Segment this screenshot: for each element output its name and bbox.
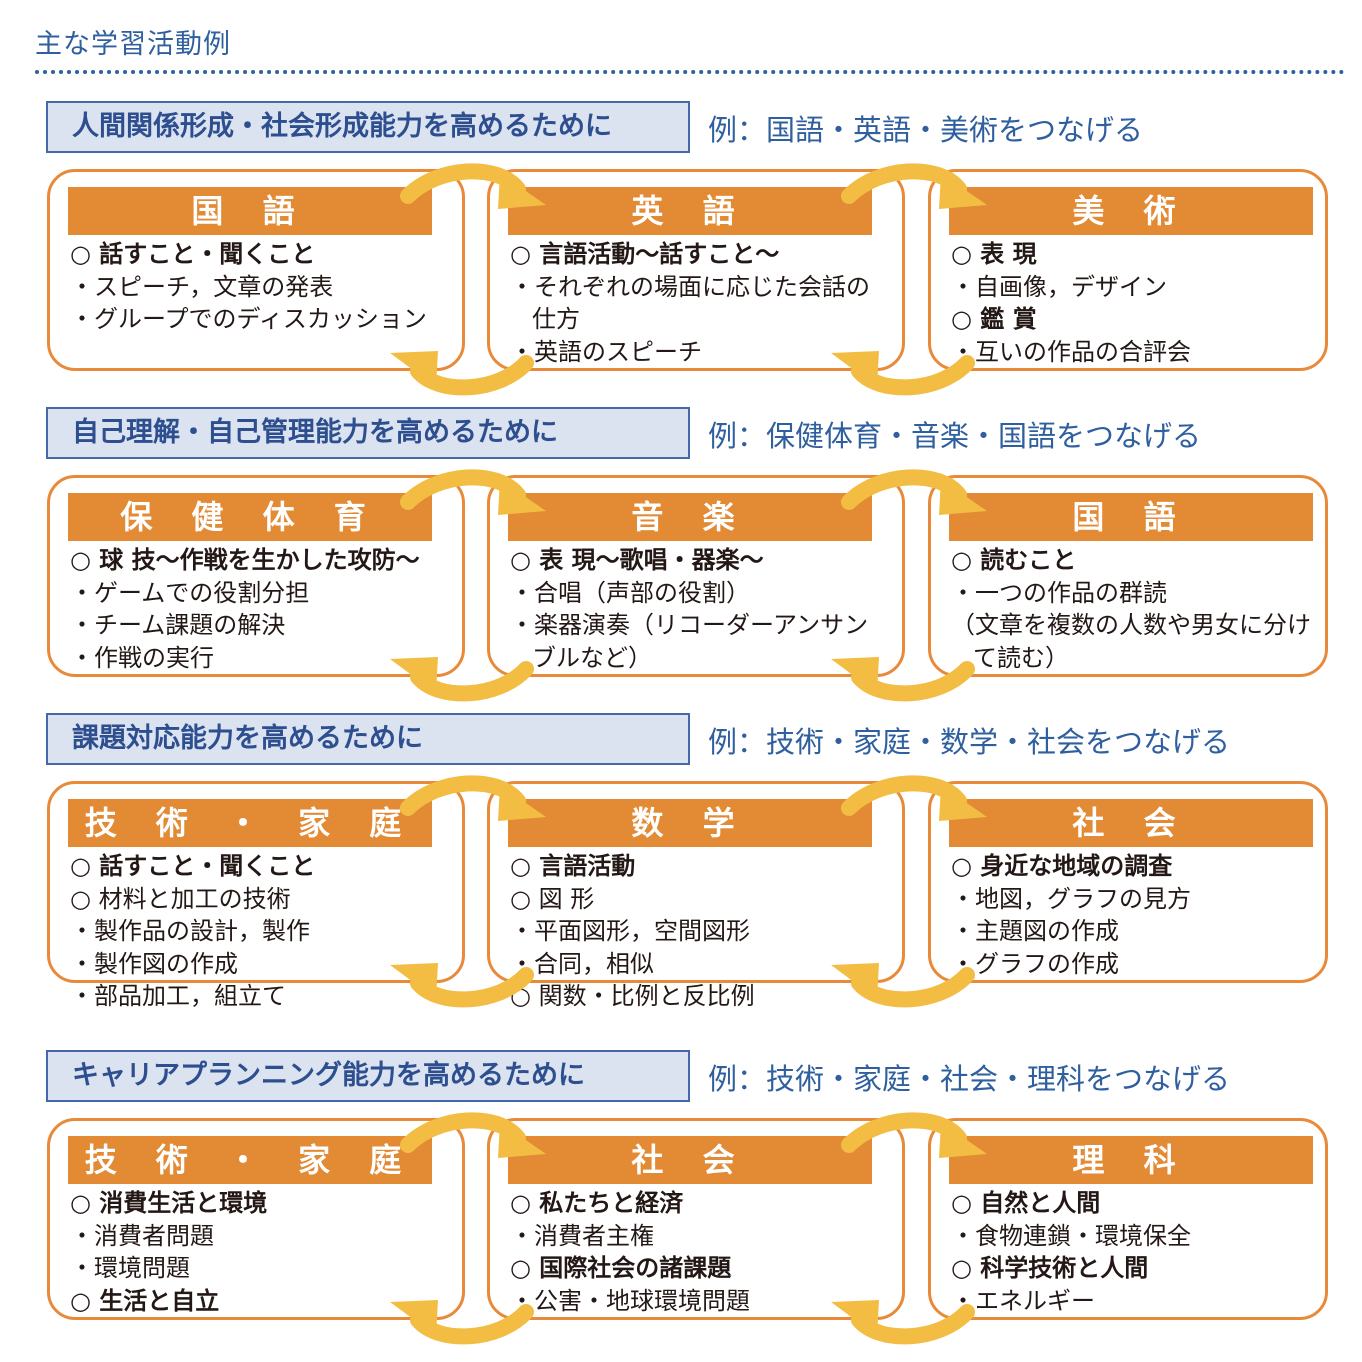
activity-item: ・英語のスピーチ [510,337,702,366]
activity-item: ・合同，相似 [510,949,654,978]
subject-header: 美 術 [949,187,1313,235]
subject-header: 国 語 [68,187,432,235]
activity-item: ○ 関数・比例と反比例 [510,982,755,1010]
activity-item: ・それぞれの場面に応じた会話の [510,272,870,301]
activity-item: ○ 国際社会の諸課題 [510,1254,732,1282]
activity-item: 仕方 [532,305,580,333]
subject-card: 技 術 ・ 家 庭 ○ 話すこと・聞くこと ○ 材料と加工の技術・製作品の設計，製作… [47,781,465,1010]
subject-card: 数 学 ○ 言語活動 ○ 図 形・平面図形，空間図形・合同，相似 ○ 関数・比例と反比… [487,781,905,1010]
title-dotted-rule [35,70,1345,74]
activity-item: ・部品加工，組立て [70,982,286,1010]
activity-item: ・消費者主権 [510,1221,654,1250]
activity-list: ○ 話すこと・聞くこと・スピーチ，文章の発表・グループでのディスカッション [70,238,454,336]
activity-item: て読む） [973,643,1069,672]
subject-header: 技 術 ・ 家 庭 [68,799,432,847]
subject-header: 技 術 ・ 家 庭 [68,1136,432,1184]
activity-item: ・合唱（声部の役割） [510,578,750,607]
section: 人間関係形成・社会形成能力を高めるために例：国語・英語・美術をつなげる国 語○ … [0,101,1362,396]
section-example: 例：保健体育・音楽・国語をつなげる [708,419,1202,453]
activity-list: ○ 球 技～作戦を生かした攻防～ ・ゲームでの役割分担・チーム課題の解決・作戦の実… [70,544,454,674]
activity-item: ・グラフの作成 [951,949,1119,978]
subject-header: 国 語 [949,493,1313,541]
activity-item: ○ 言語活動～話すこと～ [510,240,780,268]
section: 自己理解・自己管理能力を高めるために例：保健体育・音楽・国語をつなげる保 健 体… [0,407,1362,702]
activity-item: ○ 言語活動 [510,852,636,880]
activity-list: ○ 言語活動～話すこと～ ・それぞれの場面に応じた会話の仕方・英語のスピーチ [510,238,894,368]
subject-card: 国 語○ 話すこと・聞くこと・スピーチ，文章の発表・グループでのディスカッション [47,169,465,371]
activity-item: ・互いの作品の合評会 [951,337,1191,366]
subject-card: 保 健 体 育 ○ 球 技～作戦を生かした攻防～ ・ゲームでの役割分担・チーム課題の… [47,475,465,677]
activity-list: ○ 表 現・自画像，デザイン ○ 鑑 賞・互いの作品の合評会 [951,238,1317,368]
subject-header: 英 語 [508,187,872,235]
activity-item: ・公害・地球環境問題 [510,1286,750,1315]
activity-list: ○ 自然と人間・食物連鎖・環境保全 ○ 科学技術と人間・エネルギー [951,1187,1317,1317]
activity-item: ○ 材料と加工の技術 [70,884,291,913]
subject-card: 技 術 ・ 家 庭 ○ 消費生活と環境・消費者問題・環境問題 ○ 生活と自立 [47,1118,465,1320]
activity-item: ・製作品の設計，製作 [70,917,310,945]
subject-card: 国 語 ○ 読むこと・一つの作品の群読 （文章を複数の人数や男女に分けて読む） [928,475,1328,677]
activity-list: ○ 表 現～歌唱・器楽～ ・合唱（声部の役割） ・楽器演奏（リコーダーアンサンブルな… [510,544,894,674]
activity-item: ・チーム課題の解決 [70,611,286,639]
activity-item: ブルなど） [532,643,652,672]
section-heading: 自己理解・自己管理能力を高めるために [46,407,690,459]
activity-item: （文章を複数の人数や男女に分け [951,611,1311,639]
activity-list: ○ 身近な地域の調査・地図，グラフの見方・主題図の作成・グラフの作成 [951,850,1317,980]
section: キャリアプランニング能力を高めるために例：技術・家庭・社会・理科をつなげる技 術… [0,1050,1362,1345]
activity-list: ○ 言語活動 ○ 図 形・平面図形，空間図形・合同，相似 ○ 関数・比例と反比例 [510,850,894,1013]
activity-item: ○ 表 現 [951,240,1037,268]
subject-header: 数 学 [508,799,872,847]
activity-item: ・平面図形，空間図形 [510,917,750,945]
activity-item: ・製作図の作成 [70,949,238,978]
activity-item: ○ 図 形 [510,884,595,913]
activity-item: ・消費者問題 [70,1221,214,1250]
activity-list: ○ 私たちと経済・消費者主権 ○ 国際社会の諸課題・公害・地球環境問題 [510,1187,894,1317]
activity-item: ○ 表 現～歌唱・器楽～ [510,546,764,574]
page-title: 主な学習活動例 [35,29,231,60]
subject-card: 英 語 ○ 言語活動～話すこと～ ・それぞれの場面に応じた会話の仕方・英語のスピーチ [487,169,905,371]
activity-item: ・ゲームでの役割分担 [70,578,310,607]
subject-card: 音 楽 ○ 表 現～歌唱・器楽～ ・合唱（声部の役割） ・楽器演奏（リコーダーアンサン… [487,475,905,677]
section-heading: 課題対応能力を高めるために [46,713,690,765]
activity-item: ○ 球 技～作戦を生かした攻防～ [70,546,420,574]
subject-header: 社 会 [508,1136,872,1184]
activity-list: ○ 話すこと・聞くこと ○ 材料と加工の技術・製作品の設計，製作・製作図の作成・部… [70,850,454,1013]
activity-item: ・エネルギー [951,1286,1095,1315]
section-example: 例：国語・英語・美術をつなげる [708,113,1144,147]
section-example: 例：技術・家庭・社会・理科をつなげる [708,1062,1231,1096]
activity-item: ○ 鑑 賞 [951,305,1037,333]
section-heading: 人間関係形成・社会形成能力を高めるために [46,101,690,153]
activity-item: ○ 話すこと・聞くこと [70,240,316,268]
activity-item: ・地図，グラフの見方 [951,884,1191,913]
activity-list: ○ 読むこと・一つの作品の群読 （文章を複数の人数や男女に分けて読む） [951,544,1317,674]
activity-item: ・グループでのディスカッション [70,305,427,333]
activity-list: ○ 消費生活と環境・消費者問題・環境問題 ○ 生活と自立 [70,1187,454,1317]
activity-item: ・楽器演奏（リコーダーアンサン [510,611,869,639]
activity-item: ・食物連鎖・環境保全 [951,1221,1191,1250]
activity-item: ・主題図の作成 [951,917,1119,945]
section-heading: キャリアプランニング能力を高めるために [46,1050,690,1102]
activity-item: ・スピーチ，文章の発表 [70,272,334,301]
subject-card: 社 会 ○ 私たちと経済・消費者主権 ○ 国際社会の諸課題・公害・地球環境問題 [487,1118,905,1320]
activity-item: ○ 消費生活と環境 [70,1189,268,1217]
activity-item: ・自画像，デザイン [951,272,1167,301]
subject-header: 保 健 体 育 [68,493,432,541]
activity-item: ○ 生活と自立 [70,1286,220,1315]
subject-header: 音 楽 [508,493,872,541]
activity-item: ○ 科学技術と人間 [951,1254,1149,1282]
subject-card: 美 術 ○ 表 現・自画像，デザイン ○ 鑑 賞・互いの作品の合評会 [928,169,1328,371]
activity-item: ・作戦の実行 [70,643,214,672]
activity-item: ・環境問題 [70,1254,190,1282]
section: 課題対応能力を高めるために例：技術・家庭・数学・社会をつなげる技 術 ・ 家 庭… [0,713,1362,1010]
activity-item: ○ 私たちと経済 [510,1189,684,1217]
subject-header: 社 会 [949,799,1313,847]
subject-card: 社 会○ 身近な地域の調査・地図，グラフの見方・主題図の作成・グラフの作成 [928,781,1328,983]
subject-header: 理 科 [949,1136,1313,1184]
activity-item: ○ 身近な地域の調査 [951,852,1173,880]
subject-card: 理 科 ○ 自然と人間・食物連鎖・環境保全 ○ 科学技術と人間・エネルギー [928,1118,1328,1320]
activity-item: ・一つの作品の群読 [951,578,1167,607]
activity-item: ○ 話すこと・聞くこと [70,852,316,880]
activity-item: ○ 読むこと [951,546,1077,574]
section-example: 例：技術・家庭・数学・社会をつなげる [708,725,1231,759]
activity-item: ○ 自然と人間 [951,1189,1101,1217]
